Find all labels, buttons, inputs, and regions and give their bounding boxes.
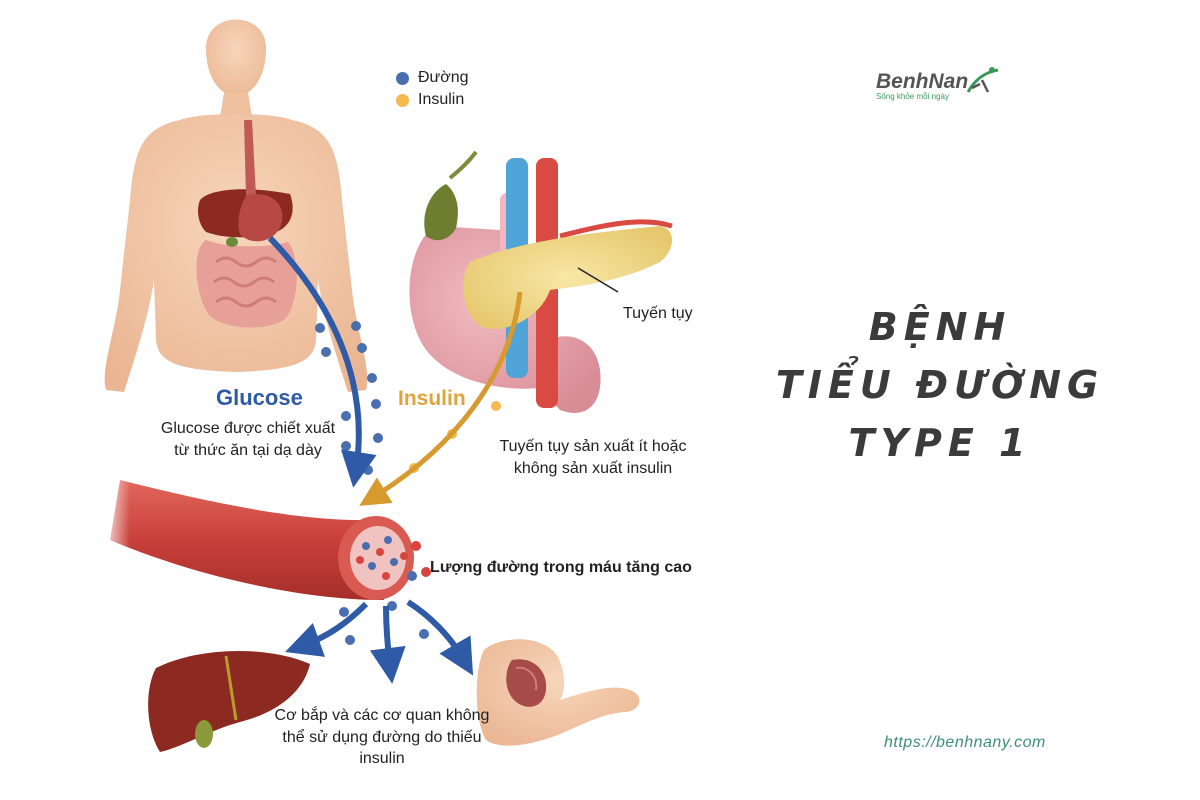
blood-sugar-label: Lượng đường trong máu tăng cao [430, 559, 692, 576]
glucose-description: Glucose được chiết xuất từ thức ăn tại d… [160, 420, 336, 459]
human-body [104, 19, 368, 392]
brand-slogan: Sống khỏe mỗi ngày [876, 92, 949, 101]
output-arrows [285, 599, 474, 684]
legend-label-sugar: Đường [418, 69, 469, 86]
page-title: BỆNH TIỂU ĐƯỜNG TYPE 1 [760, 298, 1120, 472]
pancreas-illustration [409, 150, 673, 413]
insulin-arrow [359, 291, 523, 506]
glucose-arrow [267, 235, 377, 488]
legend-item-insulin: Insulin [396, 91, 464, 109]
blood-vessel [100, 470, 431, 600]
title-line-3: TYPE 1 [848, 421, 1032, 465]
legend-item-sugar: Đường [396, 69, 469, 87]
liver-illustration [148, 650, 310, 752]
brand-name: BenhNan [876, 70, 969, 93]
title-line-1: BỆNH [868, 305, 1012, 349]
insulin-label: Insulin [398, 387, 466, 410]
arm-illustration [476, 639, 640, 746]
sugar-dot-icon [396, 71, 409, 85]
organs-description: Cơ bắp và các cơ quan không thể sử dụng … [274, 707, 490, 768]
glucose-dots [315, 321, 429, 645]
brand-logo[interactable]: BenhNan Sống khỏe mỗi ngày [876, 67, 999, 101]
title-line-2: TIỂU ĐƯỜNG [775, 363, 1105, 407]
website-link[interactable]: https://benhnany.com [884, 734, 1046, 751]
glucose-label: Glucose [216, 385, 303, 410]
pancreas-description: Tuyến tụy sản xuất ít hoặc không sản xuấ… [499, 438, 687, 477]
runner-icon [966, 67, 999, 93]
legend-label-insulin: Insulin [418, 91, 465, 108]
pancreas-label: Tuyến tụy [623, 305, 693, 322]
insulin-dot-icon [396, 93, 409, 107]
